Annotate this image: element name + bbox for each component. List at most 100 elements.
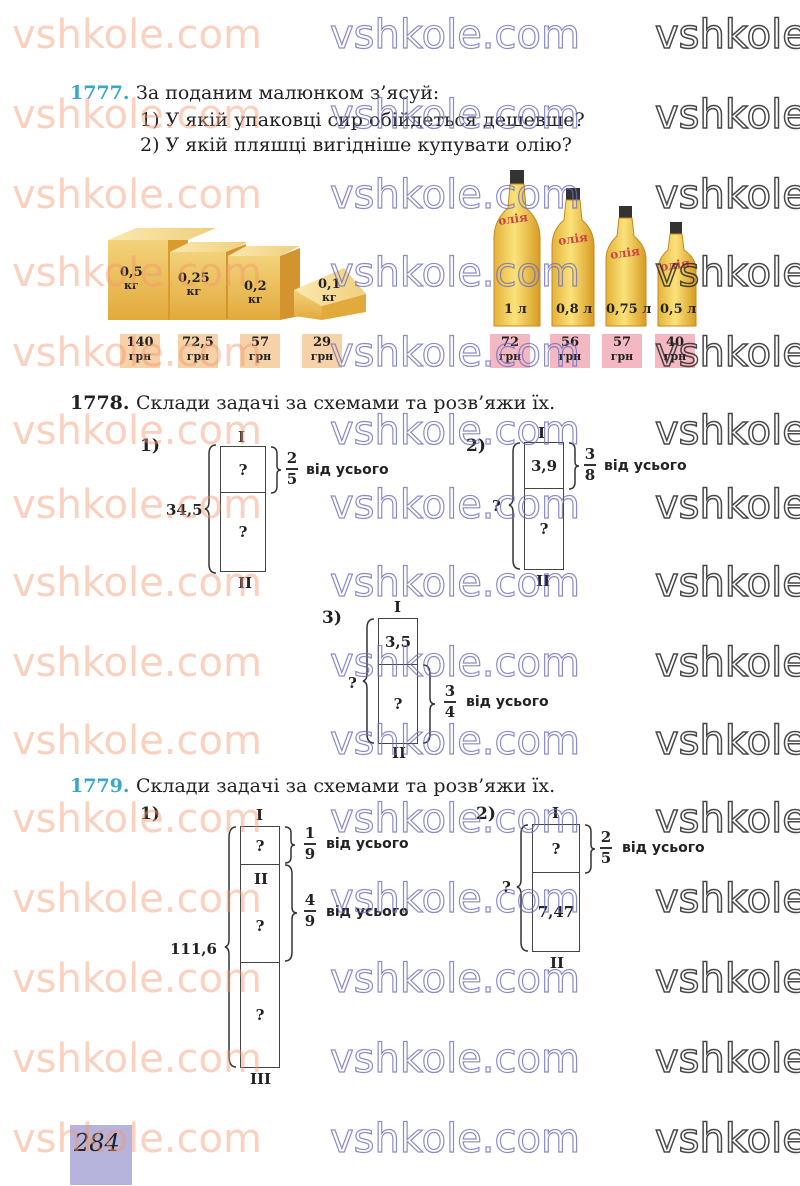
fraction-brace [568,442,580,490]
part-label-top: I [394,598,402,616]
task-1778-title: Склади задачі за схемами та розв’яжи їх. [136,392,556,414]
watermark: vshkole.com [329,1035,580,1082]
of-total-label: від усього [604,458,687,474]
part-box-2: 7,47 [532,872,580,952]
task-1777-question-1: 1) У якій упаковці сир обійдеться дешевш… [140,109,585,131]
watermark: vshkole.com [329,1115,580,1162]
task-number-1779: 1779. [70,775,130,797]
part-label-middle: II [254,870,269,888]
watermark: vshkole [654,91,800,139]
total-brace [224,826,237,1068]
fraction-brace [422,664,436,744]
task-number-1777: 1777. [70,82,130,104]
part-label-bottom: II [536,572,551,590]
watermark: vshkole.com [329,11,580,58]
fraction-brace-1 [284,826,296,864]
part-box-1: ? [220,446,266,494]
part-label-top: I [552,804,560,822]
part-box-3: ? [240,962,280,1068]
watermark: vshkole.com [329,329,580,376]
watermark: vshkole [654,407,800,455]
watermark: vshkole [654,875,800,923]
scheme-number: 1) [140,436,160,456]
part-label-top: I [538,424,546,442]
cheese-blocks-image [108,228,366,320]
part-box-2: ? [220,492,266,572]
fraction-brace [584,824,596,874]
task-1779-title: Склади задачі за схемами та розв’яжи їх. [136,775,556,797]
scheme-number: 3) [322,608,342,628]
watermark: vshkole.com [12,718,262,764]
watermark: vshkole.com [12,172,262,218]
part-label-top: I [238,428,246,446]
fraction-brace-2 [284,864,298,962]
scheme-number: 2) [466,436,486,456]
part-box-1: ? [532,824,580,874]
total-value: ? [502,878,511,896]
total-value: ? [348,674,357,692]
watermark: vshkole [654,955,800,1003]
total-brace [508,442,521,570]
of-total-label: від усього [306,462,389,478]
part-box-2: ? [378,664,418,744]
watermark: vshkole.com [12,1116,262,1162]
watermark: vshkole [654,795,800,843]
task-1777-title: За поданим малюнком з’ясуй: [136,82,440,104]
part-box-1: ? [240,826,280,866]
watermark: vshkole.com [329,955,580,1002]
part-label-bottom: III [250,1070,272,1088]
part-box-2: ? [240,864,280,964]
watermark: vshkole [654,481,800,529]
part-label-bottom: II [550,954,565,972]
part-box-1: 3,5 [378,618,418,666]
watermark: vshkole [654,1035,800,1083]
scheme-number: 2) [476,804,496,824]
total-value: 34,5 [166,501,203,519]
total-brace [516,824,529,952]
oil-volume-1: 1 л [504,302,527,317]
of-total-label: від усього [622,840,705,856]
watermark: vshkole [654,639,800,687]
part-label-top: I [256,806,264,824]
part-label-bottom: II [392,744,407,762]
scheme-number: 1) [140,804,160,824]
of-total-label-2: від усього [326,904,409,920]
task-number-1778: 1778. [70,392,130,414]
of-total-label-1: від усього [326,836,409,852]
task-1777-question-2: 2) У якій пляшці вигідніше купувати олію… [140,134,572,156]
total-brace [204,444,217,574]
watermark: vshkole [654,1115,800,1163]
oil-volume-4: 0,5 л [660,302,697,317]
total-value: 111,6 [170,940,217,958]
total-value: ? [492,497,501,515]
total-brace [362,618,375,744]
watermark: vshkole.com [12,640,262,686]
watermark: vshkole.com [12,12,262,58]
oil-volume-3: 0,75 л [606,302,652,317]
part-label-bottom: II [238,574,253,592]
part-box-1: 3,9 [524,442,564,490]
oil-volume-2: 0,8 л [556,302,593,317]
oil-bottles-image [493,170,697,327]
watermark: vshkole [654,559,800,607]
watermark: vshkole [654,717,800,765]
part-box-2: ? [524,488,564,570]
fraction-brace [270,446,282,494]
